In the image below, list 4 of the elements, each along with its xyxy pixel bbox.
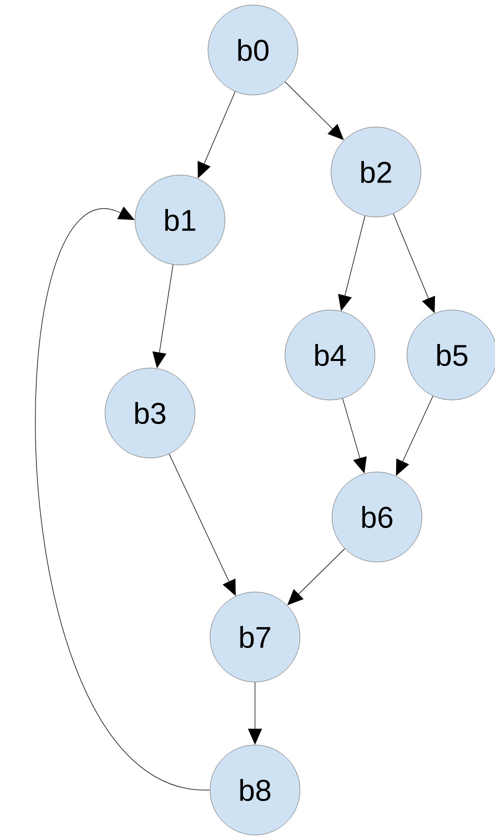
arrow [396,396,434,476]
arrow [198,91,236,178]
arrow [287,548,346,606]
arrow [35,206,210,790]
